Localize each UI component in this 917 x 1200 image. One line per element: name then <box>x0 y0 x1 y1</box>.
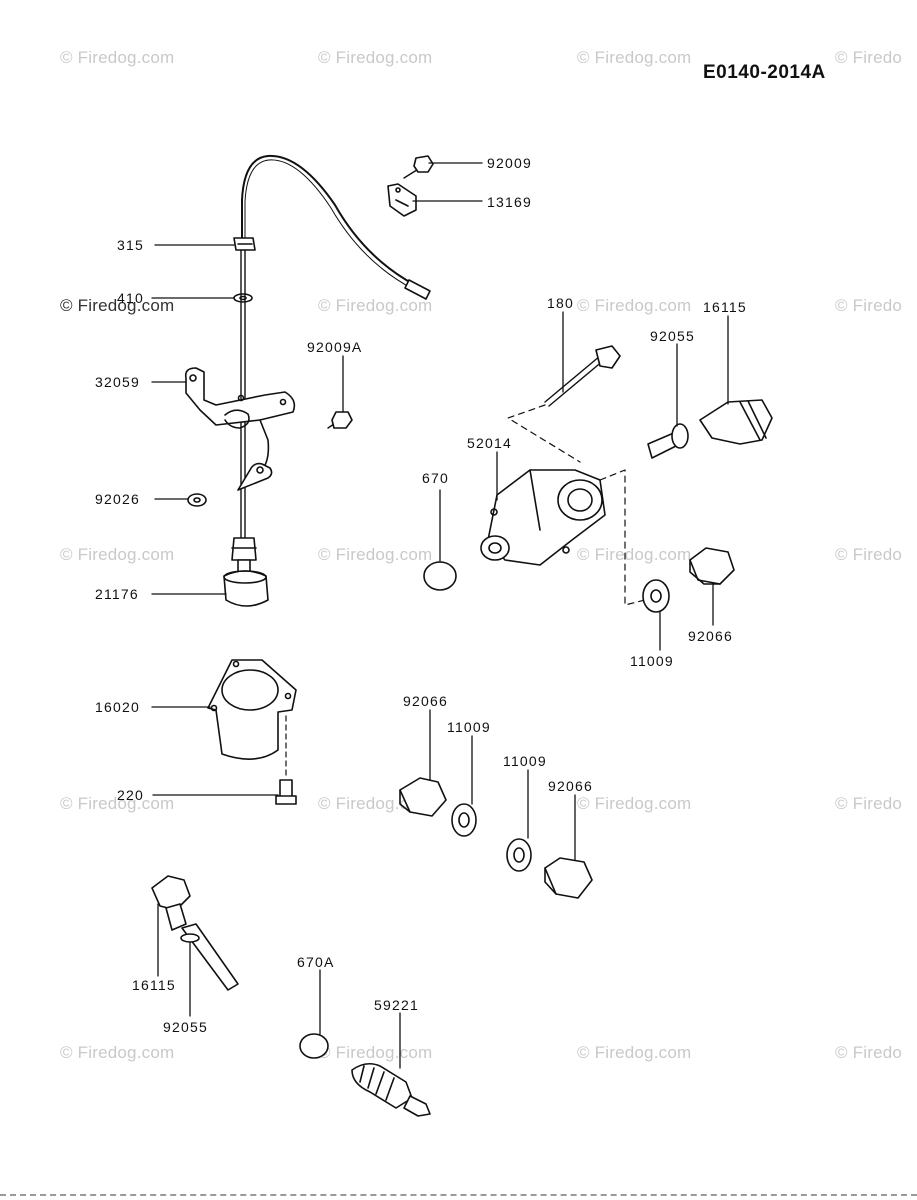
diagram-code: E0140-2014A <box>703 62 826 83</box>
part-label: 16115 <box>132 977 176 993</box>
watermark: © Firedog.com <box>318 48 433 67</box>
bolt-92009A <box>327 411 353 429</box>
watermark: © Firedo <box>835 1043 903 1062</box>
part-label: 11009 <box>630 653 674 669</box>
part-label: 52014 <box>467 435 512 451</box>
float-21176 <box>223 537 269 607</box>
oring-670 <box>423 561 457 591</box>
washer-92055-bottom <box>180 933 200 943</box>
watermark: © Firedog.com <box>577 48 692 67</box>
part-label: 92066 <box>688 628 733 644</box>
part-label: 92066 <box>548 778 593 794</box>
part-label: 92066 <box>403 693 448 709</box>
watermark: © Firedo <box>835 545 903 564</box>
part-label: 16115 <box>703 299 747 315</box>
plug-92066-mid <box>399 777 447 817</box>
part-label: 410 <box>117 290 144 306</box>
part-label: 180 <box>547 295 574 311</box>
part-label: 59221 <box>374 997 419 1013</box>
bracket-32059 <box>184 367 296 479</box>
watermark: © Firedo <box>835 48 903 67</box>
watermark: © Firedog.com <box>577 794 692 813</box>
washer-11009-right <box>642 579 670 613</box>
washer-11009-low <box>506 838 532 872</box>
part-label: 13169 <box>487 194 532 210</box>
watermark: © Firedog.com <box>60 48 175 67</box>
sensor-16115-bottom <box>151 875 239 991</box>
watermark: © Firedog.com <box>318 545 433 564</box>
bolt-180 <box>544 345 621 407</box>
washer-92026 <box>187 493 207 507</box>
case-16020 <box>207 659 297 760</box>
oring-670A <box>299 1033 329 1059</box>
page-border <box>0 1194 917 1196</box>
washer-92055-top <box>671 423 689 449</box>
leader-lines <box>151 162 729 1069</box>
sensor-16115-top <box>646 399 773 459</box>
bolt-92009 <box>403 155 434 179</box>
float-link <box>237 462 273 491</box>
watermark: © Firedog.com <box>577 1043 692 1062</box>
bolt-220 <box>275 779 297 805</box>
watermark: © Firedo <box>835 794 903 813</box>
part-label: 92026 <box>95 491 140 507</box>
plug-92066-low <box>544 857 593 899</box>
part-label: 92055 <box>650 328 695 344</box>
part-label: 21176 <box>95 586 139 602</box>
part-label: 16020 <box>95 699 140 715</box>
plug-92066-right <box>689 547 735 585</box>
cable-assembly <box>241 154 431 300</box>
clip-13169 <box>387 183 417 217</box>
part-label: 92055 <box>163 1019 208 1035</box>
part-label: 32059 <box>95 374 140 390</box>
watermark: © Firedog.com <box>577 545 692 564</box>
part-label: 670 <box>422 470 449 486</box>
pump-housing-52014 <box>480 469 606 566</box>
strainer-59221 <box>351 1062 431 1117</box>
watermark: © Firedog.com <box>318 296 433 315</box>
part-label: 92009 <box>487 155 532 171</box>
part-label: 11009 <box>447 719 491 735</box>
part-label: 220 <box>117 787 144 803</box>
watermark: © Firedog.com <box>60 794 175 813</box>
watermark: © Firedog.com <box>577 296 692 315</box>
part-label: 670A <box>297 954 335 970</box>
part-label: 315 <box>117 237 144 253</box>
washer-410 <box>233 293 253 303</box>
watermark: © Firedog.com <box>60 545 175 564</box>
part-label: 11009 <box>503 753 547 769</box>
part-label: 92009A <box>307 339 363 355</box>
washer-11009-mid <box>451 803 477 837</box>
nut-315 <box>233 237 256 251</box>
watermark: © Firedog.com <box>60 296 175 315</box>
watermark: © Firedog.com <box>318 1043 433 1062</box>
watermark: © Firedog.com <box>60 1043 175 1062</box>
watermark: © Firedo <box>835 296 903 315</box>
